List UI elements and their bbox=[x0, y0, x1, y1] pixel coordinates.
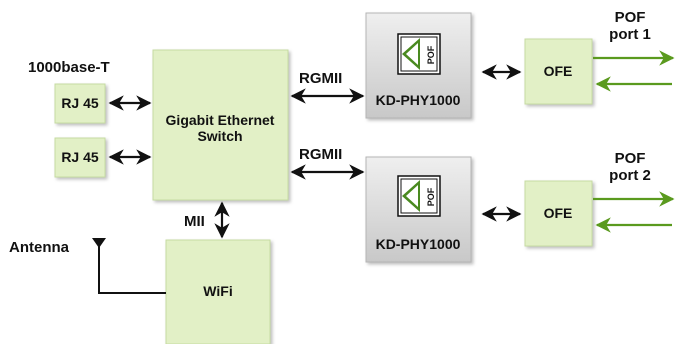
rj45-block-1: RJ 45 bbox=[54, 83, 106, 124]
kd-phy1000-block-2: POF KD-PHY1000 bbox=[365, 156, 472, 263]
antenna-label: Antenna bbox=[9, 239, 70, 256]
ofe-1-label: OFE bbox=[544, 63, 573, 79]
switch-label-line1: Gigabit Ethernet bbox=[166, 112, 275, 128]
pof-port-1-label-line2: port 1 bbox=[609, 26, 651, 43]
rj45-1-label: RJ 45 bbox=[61, 95, 99, 111]
ofe-block-1: OFE bbox=[524, 38, 593, 105]
pof-logo-text: POF bbox=[426, 187, 436, 206]
kd-phy1000-block-1: POF KD-PHY1000 bbox=[365, 12, 472, 119]
pof-logo-icon: POF bbox=[397, 175, 441, 217]
switch-label-line2: Switch bbox=[197, 128, 242, 144]
ethernet-label: 1000base-T bbox=[28, 59, 110, 76]
rgmii-2-label: RGMII bbox=[299, 146, 342, 163]
kd-phy1000-1-label: KD-PHY1000 bbox=[376, 92, 461, 108]
rj45-block-2: RJ 45 bbox=[54, 137, 106, 178]
wifi-label: WiFi bbox=[203, 283, 232, 299]
pof-port-1-label-line1: POF bbox=[615, 9, 646, 26]
pof-port-2-label-line2: port 2 bbox=[609, 167, 651, 184]
antenna-icon bbox=[92, 238, 166, 294]
pof-logo-icon: POF bbox=[397, 33, 441, 75]
pof-logo-text: POF bbox=[426, 45, 436, 64]
pof-port-2-label-line1: POF bbox=[615, 150, 646, 167]
rgmii-1-label: RGMII bbox=[299, 70, 342, 87]
kd-phy1000-2-label: KD-PHY1000 bbox=[376, 236, 461, 252]
rj45-2-label: RJ 45 bbox=[61, 149, 99, 165]
mii-label: MII bbox=[184, 213, 205, 230]
switch-block: Gigabit Ethernet Switch bbox=[152, 49, 289, 201]
wifi-block: WiFi bbox=[165, 239, 271, 344]
ofe-2-label: OFE bbox=[544, 205, 573, 221]
ofe-block-2: OFE bbox=[524, 180, 593, 247]
